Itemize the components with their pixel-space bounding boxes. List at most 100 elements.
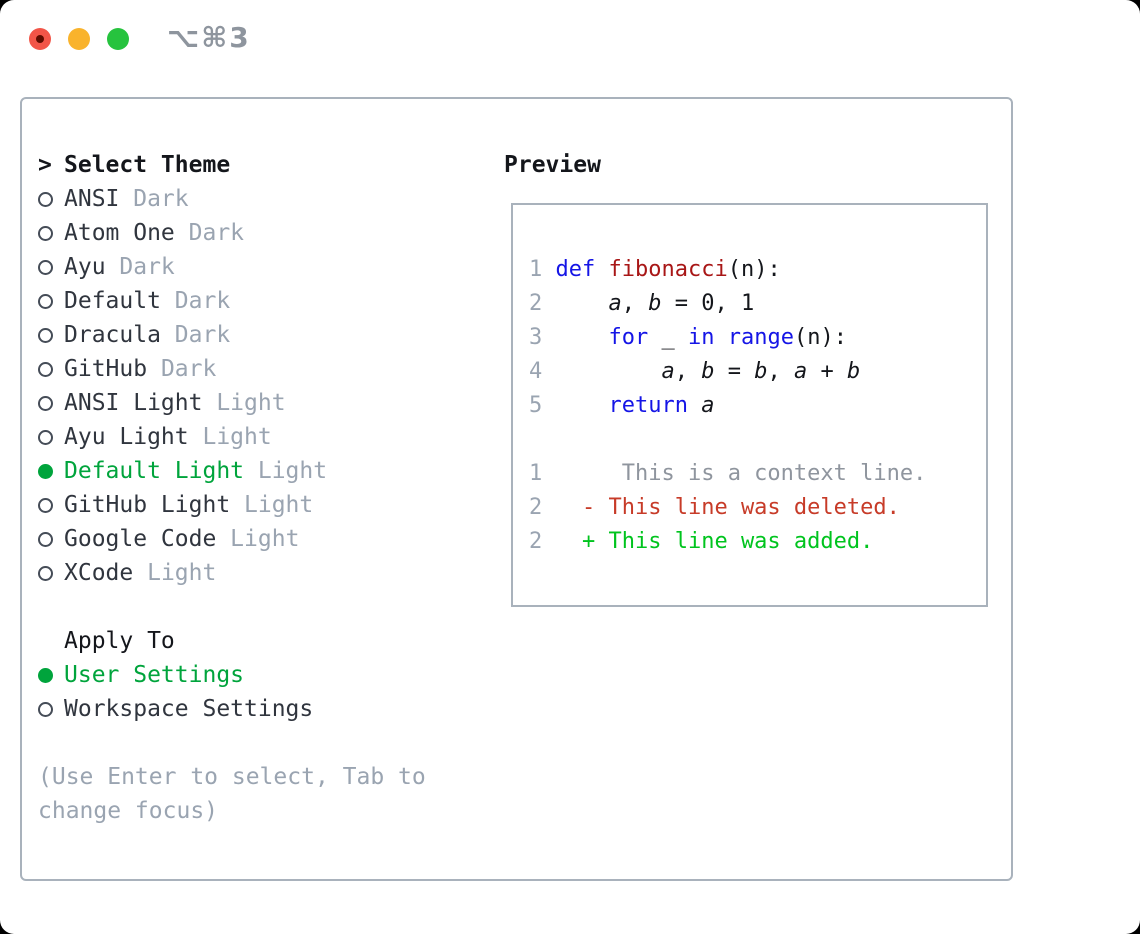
option-label: ANSI bbox=[64, 186, 120, 212]
code-token-kw: return bbox=[608, 393, 688, 418]
spacer bbox=[38, 726, 488, 760]
option-label: ANSI Light bbox=[64, 390, 203, 416]
code-token-var: b bbox=[846, 359, 861, 384]
radio-icon bbox=[38, 565, 53, 581]
radio-icon bbox=[38, 259, 53, 275]
preview-title: Preview bbox=[504, 152, 601, 178]
unsaved-dot-icon bbox=[36, 35, 44, 43]
option-marker bbox=[38, 667, 64, 683]
code-token-var: a bbox=[608, 291, 622, 316]
code-token-var: a bbox=[793, 359, 808, 384]
option-variant-label: Dark bbox=[160, 288, 231, 314]
theme-option-ansi[interactable]: ANSI Dark bbox=[38, 182, 488, 216]
window-title: ⌥⌘3 bbox=[167, 21, 251, 54]
spacer bbox=[38, 590, 488, 624]
code-token-var: b bbox=[754, 359, 768, 384]
radio-selected-icon bbox=[38, 667, 53, 683]
theme-option-atom-one[interactable]: Atom One Dark bbox=[38, 216, 488, 250]
theme-option-ayu-light[interactable]: Ayu Light Light bbox=[38, 420, 488, 454]
preview-code-line: 5 return a bbox=[529, 389, 986, 423]
code-token-ln: 1 bbox=[529, 461, 543, 486]
preview-code-line: 4 a, b = b, a + b bbox=[529, 355, 986, 389]
code-token-pl bbox=[542, 461, 621, 486]
zoom-button[interactable] bbox=[107, 28, 129, 50]
code-token-pl bbox=[556, 325, 609, 350]
theme-option-ansi-light[interactable]: ANSI Light Light bbox=[38, 386, 488, 420]
keyboard-hint: (Use Enter to select, Tab to change focu… bbox=[38, 764, 426, 824]
option-variant-label: Dark bbox=[147, 356, 217, 382]
radio-icon bbox=[38, 395, 53, 411]
option-label: Ayu bbox=[64, 254, 106, 280]
theme-option-xcode[interactable]: XCode Light bbox=[38, 556, 488, 590]
code-token-var: a bbox=[661, 359, 675, 384]
code-token-kw: for bbox=[608, 325, 649, 350]
option-marker bbox=[38, 191, 64, 207]
option-marker bbox=[38, 327, 64, 343]
option-variant-label: Dark bbox=[105, 254, 175, 280]
preview-code-line: 2 a, b = 0, 1 bbox=[529, 287, 986, 321]
preview-code-line: 2 - This line was deleted. bbox=[529, 491, 986, 525]
code-token-pl bbox=[688, 393, 701, 418]
radio-icon bbox=[38, 327, 53, 343]
theme-option-default-light[interactable]: Default Light Light bbox=[38, 454, 488, 488]
theme-option-github-light[interactable]: GitHub Light Light bbox=[38, 488, 488, 522]
option-variant-label: Light bbox=[133, 560, 217, 586]
option-variant-label: Light bbox=[230, 492, 314, 518]
code-token-var: b bbox=[648, 291, 662, 316]
option-marker bbox=[38, 395, 64, 411]
apply-to-header: Apply To bbox=[38, 624, 488, 658]
apply-to-label: Apply To bbox=[64, 628, 175, 654]
code-token-ln: 2 bbox=[529, 495, 543, 520]
preview-code-line: 3 for _ in range(n): bbox=[529, 321, 986, 355]
radio-icon bbox=[38, 531, 53, 547]
select-theme-label: Select Theme bbox=[64, 152, 231, 178]
code-token-pl bbox=[556, 359, 662, 384]
apply-option-user-settings[interactable]: User Settings bbox=[38, 658, 488, 692]
close-button[interactable] bbox=[29, 28, 51, 50]
code-token-ln: 1 bbox=[529, 257, 556, 282]
preview-code-line: 1 This is a context line. bbox=[529, 457, 986, 491]
option-marker bbox=[38, 565, 64, 581]
option-variant-label: Dark bbox=[160, 322, 231, 348]
theme-option-github[interactable]: GitHub Dark bbox=[38, 352, 488, 386]
radio-icon bbox=[38, 497, 53, 513]
minimize-button[interactable] bbox=[68, 28, 90, 50]
prompt-icon: > bbox=[38, 152, 52, 178]
code-token-ctx: This is a context line. bbox=[621, 461, 927, 486]
window-controls bbox=[29, 28, 129, 50]
apply-option-workspace-settings[interactable]: Workspace Settings bbox=[38, 692, 488, 726]
option-variant-label: Dark bbox=[119, 186, 189, 212]
theme-option-dracula[interactable]: Dracula Dark bbox=[38, 318, 488, 352]
option-label: Default Light bbox=[64, 458, 245, 484]
code-token-pl: _ bbox=[648, 325, 688, 350]
option-marker bbox=[38, 429, 64, 445]
radio-icon bbox=[38, 429, 53, 445]
theme-option-google-code[interactable]: Google Code Light bbox=[38, 522, 488, 556]
radio-icon bbox=[38, 701, 53, 717]
window-titlebar: ⌥⌘3 bbox=[0, 0, 1140, 78]
code-token-fn: fibonacci bbox=[608, 257, 728, 282]
radio-selected-icon bbox=[38, 463, 53, 479]
radio-icon bbox=[38, 191, 53, 207]
option-label: Default bbox=[64, 288, 161, 314]
code-token-kw: def bbox=[555, 257, 596, 282]
option-label: Dracula bbox=[64, 322, 161, 348]
code-token-pl bbox=[595, 257, 608, 282]
code-token-pl bbox=[556, 393, 609, 418]
option-variant-label: Light bbox=[244, 458, 328, 484]
theme-option-ayu[interactable]: Ayu Dark bbox=[38, 250, 488, 284]
code-token-pl bbox=[542, 529, 582, 554]
option-marker bbox=[38, 361, 64, 377]
preview-code-line: 1 def fibonacci(n): bbox=[529, 253, 986, 287]
option-marker bbox=[38, 225, 64, 241]
code-token-kw: range bbox=[727, 325, 794, 350]
code-token-ln: 4 bbox=[529, 359, 556, 384]
option-label: Atom One bbox=[64, 220, 175, 246]
theme-option-default[interactable]: Default Dark bbox=[38, 284, 488, 318]
code-token-pl: = 0, 1 bbox=[661, 291, 755, 316]
